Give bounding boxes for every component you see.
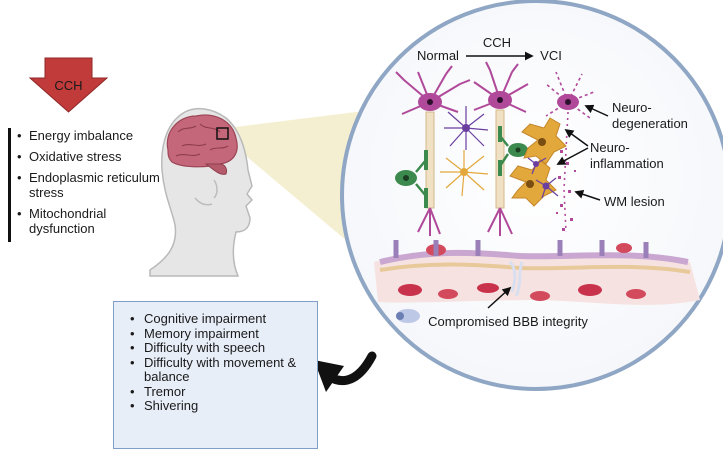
cch-down-arrow: CCH xyxy=(28,57,109,113)
transition-header: Normal CCH VCI xyxy=(417,35,562,63)
symptom-item: Memory impairment xyxy=(130,326,309,342)
neurodegeneration-label: Neuro-degeneration xyxy=(612,100,688,131)
symptom-item: Tremor xyxy=(130,384,309,400)
mechanism-item: Energy imbalance xyxy=(17,128,167,143)
symptom-item: Shivering xyxy=(130,398,309,414)
activated-microglia xyxy=(527,157,559,199)
neuron-healthy-2 xyxy=(473,61,529,236)
annotation-arrows xyxy=(487,104,609,309)
symptom-item: Difficulty with speech xyxy=(130,340,309,356)
symptom-item: Difficulty with movement & balance xyxy=(130,355,309,385)
normal-label: Normal xyxy=(417,48,459,63)
reactive-astrocyte-2 xyxy=(509,159,557,207)
mechanism-item: Mitochondrial dysfunction xyxy=(17,206,167,236)
reactive-astrocyte-1 xyxy=(521,117,567,165)
vci-label: VCI xyxy=(540,48,562,63)
cch-arrow-label: CCH xyxy=(54,78,82,93)
blood-vessel-layer xyxy=(374,240,700,323)
brain-zoom-marker xyxy=(216,127,229,140)
neuron-healthy-1 xyxy=(395,65,471,236)
wm-lesion-debris xyxy=(556,150,576,231)
symptom-item: Cognitive impairment xyxy=(130,311,309,327)
consequence-arrowhead xyxy=(314,360,344,392)
symptom-list: Cognitive impairment Memory impairment D… xyxy=(130,311,309,414)
microglia-cell xyxy=(444,106,489,150)
neuroinflammation-label: Neuro-inflammation xyxy=(590,140,664,171)
oligodendrocyte-right xyxy=(498,126,528,176)
bbb-label: Compromised BBB integrity xyxy=(428,314,588,329)
wm-lesion-label: WM lesion xyxy=(604,194,665,209)
oligodendrocyte-left xyxy=(395,150,428,208)
mechanism-list: Energy imbalance Oxidative stress Endopl… xyxy=(8,128,167,242)
mechanism-item: Endoplasmic reticulum stress xyxy=(17,170,167,200)
symptom-box: Cognitive impairment Memory impairment D… xyxy=(113,301,318,449)
zoom-cone xyxy=(227,110,372,252)
mechanism-item: Oxidative stress xyxy=(17,149,167,164)
cch-transition-label: CCH xyxy=(483,35,511,50)
astrocyte-cell xyxy=(440,150,489,197)
